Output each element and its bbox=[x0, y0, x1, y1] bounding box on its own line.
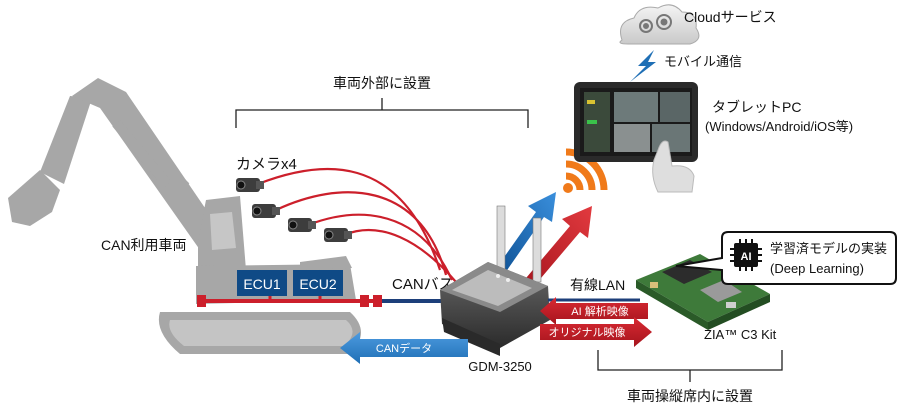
svg-text:AI: AI bbox=[741, 251, 752, 263]
wireless-icon bbox=[565, 148, 608, 191]
excavator-illustration bbox=[8, 78, 361, 354]
cloud-icon bbox=[619, 4, 700, 45]
ecu1-box bbox=[237, 270, 287, 296]
mobile-comm-label: モバイル通信 bbox=[664, 54, 742, 69]
ai-video-arrow bbox=[540, 297, 648, 325]
can-vehicle-label: CAN利用車両 bbox=[101, 237, 187, 253]
ai-model-title: 学習済モデルの実装 bbox=[770, 241, 887, 256]
ecu2-label: ECU2 bbox=[299, 276, 337, 292]
original-video-arrow bbox=[540, 317, 652, 347]
gdm-label: GDM-3250 bbox=[468, 359, 532, 374]
vehicle-outside-label: 車両外部に設置 bbox=[333, 75, 431, 91]
outside-bracket bbox=[235, 98, 529, 128]
gear-icon bbox=[639, 14, 672, 33]
ai-model-callout bbox=[675, 231, 897, 285]
can-data-arrow bbox=[340, 332, 468, 364]
cabin-bracket bbox=[597, 350, 783, 382]
gdm-device bbox=[440, 205, 550, 356]
can-bus-label: CANバス bbox=[392, 276, 454, 293]
camera-icon bbox=[236, 178, 352, 242]
ecu1-label: ECU1 bbox=[243, 276, 281, 292]
lightning-icon bbox=[630, 50, 656, 82]
camera-label: カメラx4 bbox=[236, 156, 297, 173]
tablet-os: (Windows/Android/iOS等) bbox=[705, 119, 853, 134]
tablet-pc bbox=[574, 82, 698, 162]
uplink-arrow-blue bbox=[495, 192, 556, 276]
ecu2-box bbox=[293, 270, 343, 296]
can-terminator-left bbox=[197, 295, 206, 307]
original-video-label: オリジナル映像 bbox=[549, 326, 626, 339]
can-terminator-right bbox=[373, 295, 382, 307]
tablet-title: タブレットPC bbox=[712, 99, 801, 115]
camera-cables bbox=[257, 167, 457, 283]
hand-icon bbox=[652, 140, 695, 193]
zia-board bbox=[636, 254, 770, 330]
cloud-service-label: Cloudサービス bbox=[684, 9, 777, 25]
ai-chip-icon: AI bbox=[730, 239, 762, 271]
vehicle-cabin-label: 車両操縦席内に設置 bbox=[627, 388, 753, 404]
ai-video-label: AI 解析映像 bbox=[571, 304, 628, 318]
wired-lan-label: 有線LAN bbox=[570, 277, 625, 293]
can-data-label: CANデータ bbox=[376, 341, 432, 355]
ai-model-sub: (Deep Learning) bbox=[770, 261, 864, 276]
zia-kit-label: ZIA™ C3 Kit bbox=[704, 327, 777, 342]
